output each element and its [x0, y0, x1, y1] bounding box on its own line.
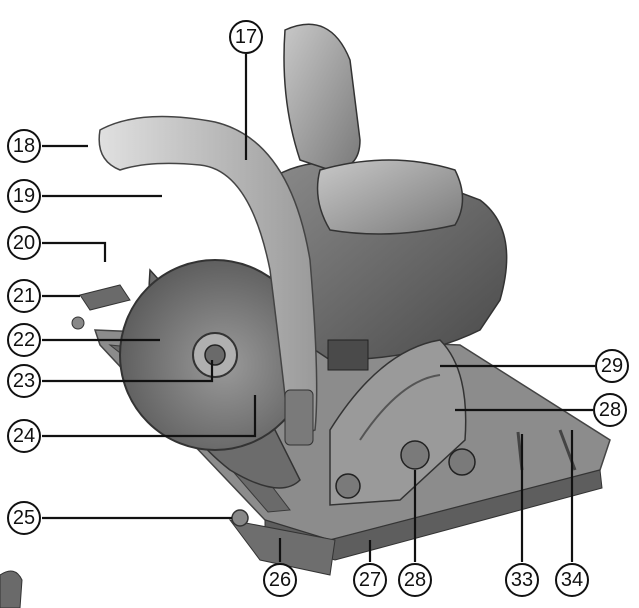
svg-text:27: 27 — [359, 569, 381, 591]
svg-text:20: 20 — [13, 232, 35, 254]
svg-text:22: 22 — [13, 329, 35, 351]
callout-18: 18 — [7, 129, 41, 163]
svg-text:23: 23 — [13, 370, 35, 392]
front-knob — [231, 509, 249, 527]
callout-19: 19 — [7, 179, 41, 213]
rear-handle — [283, 23, 464, 235]
svg-text:28: 28 — [599, 399, 621, 421]
svg-text:24: 24 — [13, 425, 35, 447]
callout-22: 22 — [7, 323, 41, 357]
callout-29: 29 — [595, 349, 629, 383]
callout-34: 34 — [555, 563, 589, 597]
svg-text:19: 19 — [13, 185, 35, 207]
svg-text:21: 21 — [13, 285, 35, 307]
callout-26: 26 — [263, 563, 297, 597]
svg-text:17: 17 — [235, 26, 257, 48]
svg-text:25: 25 — [13, 507, 35, 529]
svg-text:28: 28 — [404, 569, 426, 591]
bevel-adjustment — [329, 339, 577, 506]
svg-text:26: 26 — [269, 569, 291, 591]
leader-lines — [42, 54, 595, 562]
callout-20: 20 — [7, 226, 41, 260]
callout-24: 24 — [7, 419, 41, 453]
callout-25: 25 — [7, 501, 41, 535]
svg-text:29: 29 — [601, 355, 623, 377]
svg-text:33: 33 — [511, 569, 533, 591]
washer-detail — [0, 570, 23, 608]
callout-21: 21 — [7, 279, 41, 313]
svg-text:34: 34 — [561, 569, 583, 591]
depth-lever — [71, 284, 131, 330]
callout-23: 23 — [7, 364, 41, 398]
callout-28-bottom: 28 — [398, 563, 432, 597]
callout-17: 17 — [229, 20, 263, 54]
callout-28-right: 28 — [593, 393, 627, 427]
callout-33: 33 — [505, 563, 539, 597]
upper-guard — [98, 115, 318, 446]
callout-27: 27 — [353, 563, 387, 597]
svg-text:18: 18 — [13, 135, 35, 157]
